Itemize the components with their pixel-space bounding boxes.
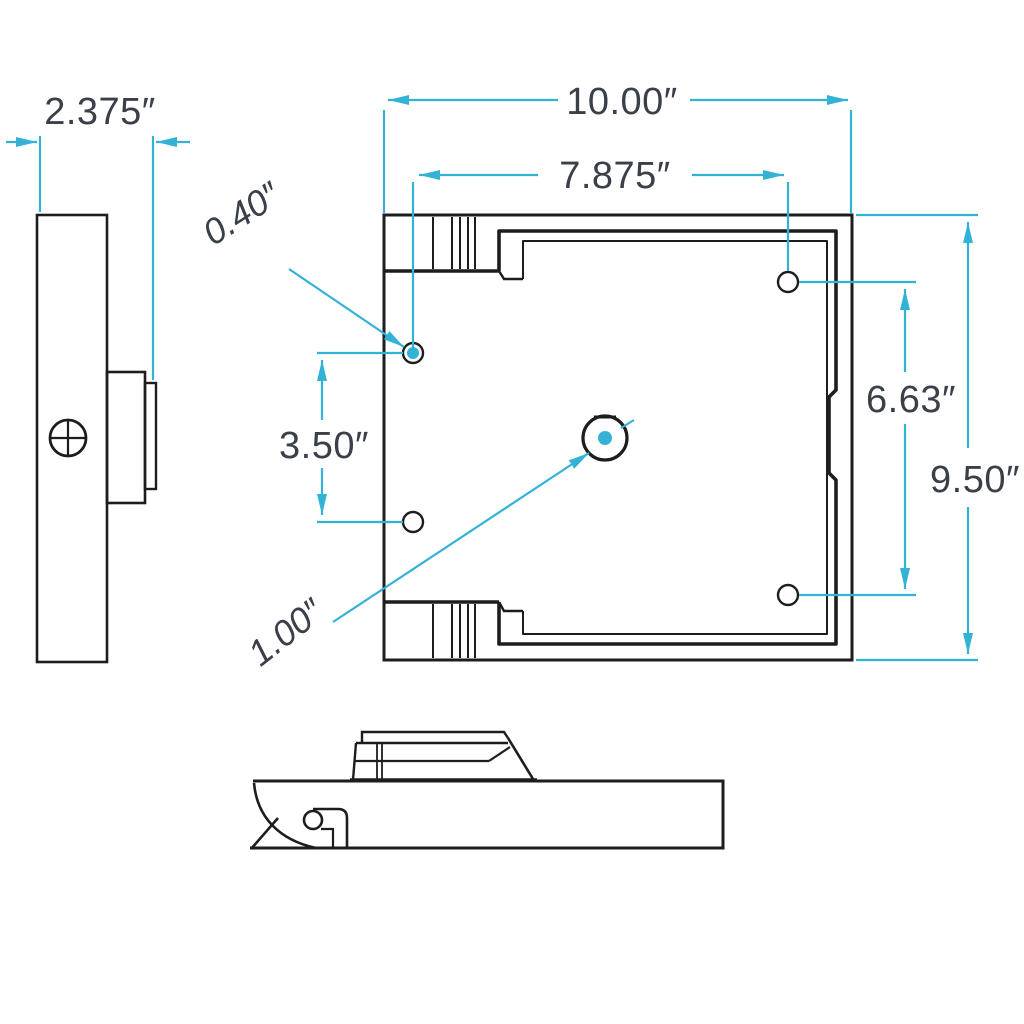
bottom-view-wedge-line	[250, 817, 279, 850]
bottom-notch-slots	[432, 604, 476, 658]
dim-hole-center-label: 1.00″	[240, 590, 331, 674]
bottom-view-hook-hole	[302, 809, 324, 831]
bottom-view-hook-tab	[313, 807, 349, 847]
dim-height-hole-span	[799, 280, 916, 597]
bottom-view-hook-step	[321, 827, 335, 847]
bottom-profile-view	[250, 730, 725, 850]
inner-frame-inner-line	[522, 240, 828, 635]
hole-bottom-left	[401, 510, 425, 534]
dim-height-overall-label: 9.50″	[930, 459, 1020, 501]
bottom-notch-step	[497, 601, 523, 613]
top-notch-step	[497, 270, 523, 281]
dim-height-hole-span-label: 6.63″	[866, 379, 956, 421]
dim-side-depth-label: 2.375″	[44, 91, 156, 133]
dim-width-overall	[382, 95, 853, 213]
screw-head-icon	[48, 418, 88, 458]
hole-top-right	[776, 270, 800, 294]
front-view-plate-outline	[382, 213, 854, 662]
side-view-boss	[105, 370, 147, 505]
hole-center-center-mark	[598, 431, 612, 445]
dim-left-hole-spacing	[317, 351, 403, 524]
inner-frame-outer-line	[497, 229, 838, 646]
top-notch-slots	[432, 217, 476, 269]
leader-hole-center-tail	[620, 419, 635, 429]
bottom-view-boss	[350, 730, 537, 782]
side-view-boss-lip	[143, 381, 158, 491]
dim-width-hole-span-label: 7.875″	[559, 155, 671, 197]
dim-height-overall	[856, 213, 978, 662]
leader-hole-center	[332, 452, 590, 623]
front-face-view	[382, 213, 854, 662]
dim-width-hole-span	[411, 170, 790, 350]
leader-hole-small	[288, 268, 405, 348]
side-profile-view	[35, 213, 158, 664]
dim-hole-small-label: 0.40″	[195, 173, 288, 253]
dim-left-hole-spacing-label: 3.50″	[279, 425, 369, 467]
dimension-annotations	[6, 95, 978, 662]
hole-top-left-center-mark	[407, 347, 419, 359]
dimension-labels: 10.00″ 7.875″ 9.50″ 6.63″ 3.50″ 2.375″ 0…	[44, 81, 1020, 674]
hole-bottom-right	[776, 583, 800, 607]
dim-side-depth	[6, 136, 190, 380]
dim-width-overall-label: 10.00″	[566, 81, 678, 123]
